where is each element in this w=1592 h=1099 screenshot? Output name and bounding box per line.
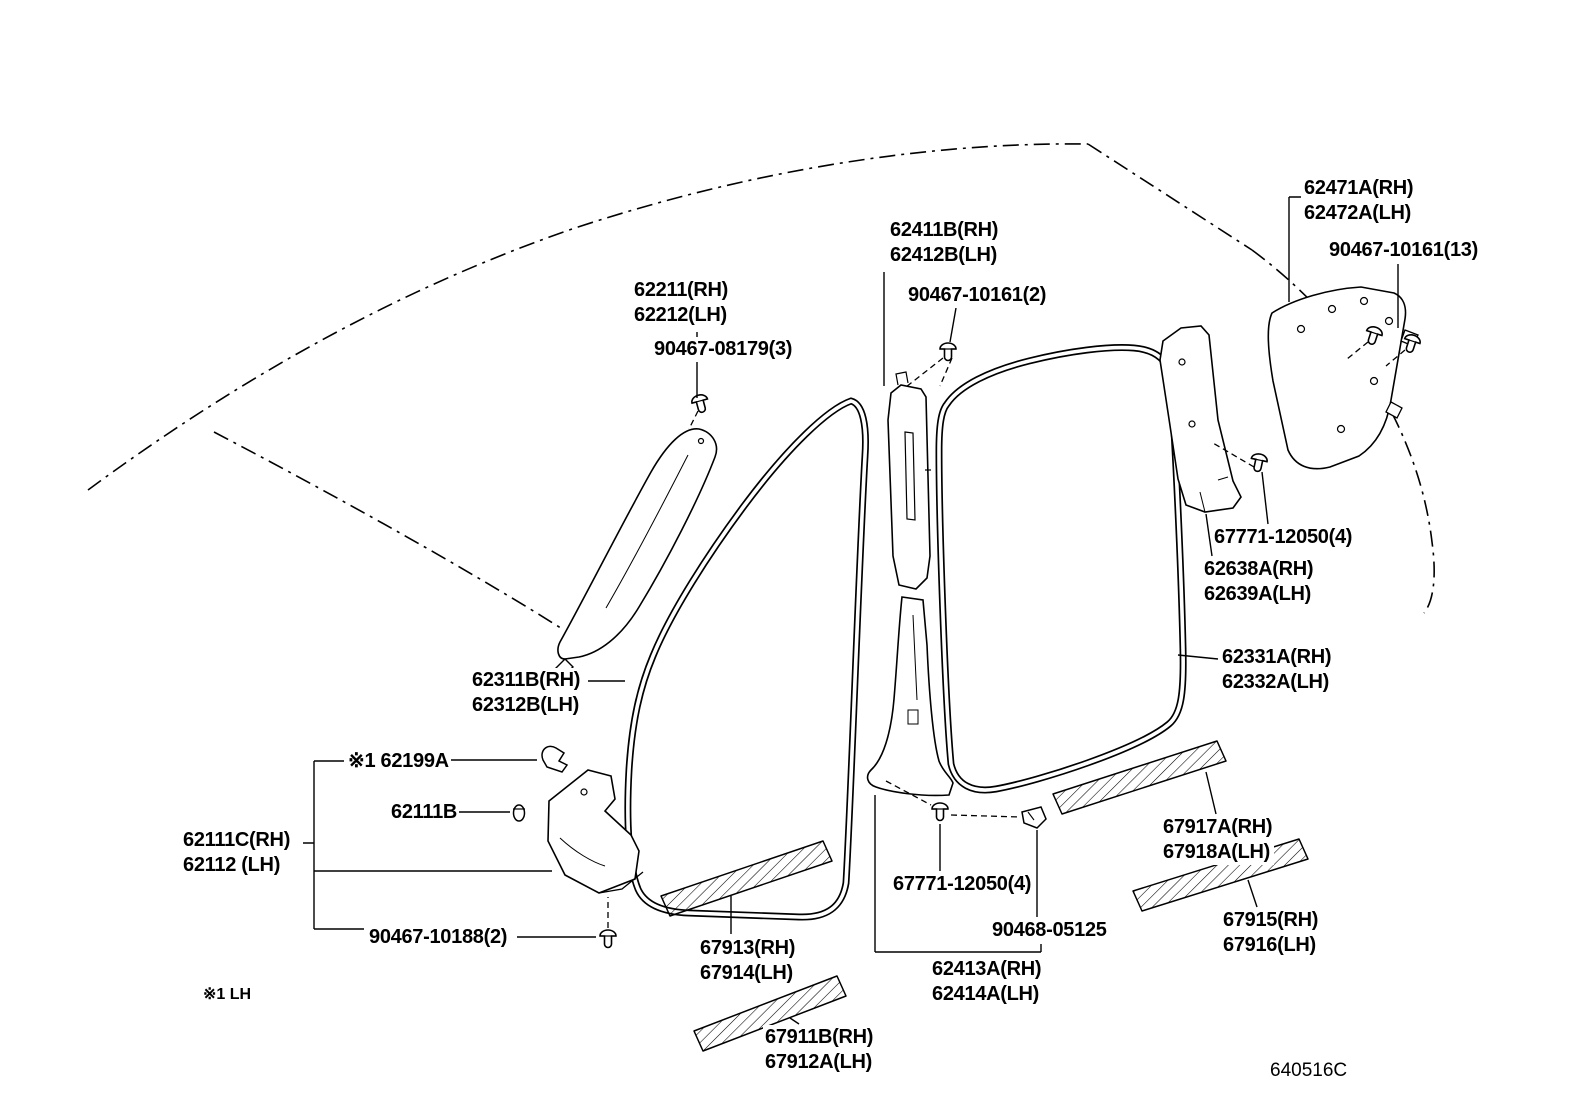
front-door-weatherstrip [624, 397, 869, 921]
part-label-67917A: 67917A(RH) 67918A(LH) [1161, 815, 1275, 865]
part-label-62638A: 62638A(RH) 62639A(LH) [1202, 557, 1316, 607]
fastener-clips [512, 324, 1423, 949]
part-label-67771-12050-4-bottom: 67771-12050(4) [891, 872, 1034, 897]
rear-door-weatherstrip [935, 344, 1187, 794]
part-label-90467-10188-2: 90467-10188(2) [367, 925, 510, 950]
part-label-62211: 62211(RH) 62212(LH) [632, 278, 731, 328]
leader-lines [303, 196, 1399, 1025]
quarter-pillar-garnish [1159, 325, 1242, 513]
part-label-62311B: 62311B(RH) 62312B(LH) [470, 668, 583, 718]
quarter-window-garnish [1267, 286, 1419, 470]
part-label-62413A: 62413A(RH) 62414A(LH) [930, 957, 1044, 1007]
part-label-62331A: 62331A(RH) 62332A(LH) [1220, 645, 1334, 695]
figure-code: 640516C [1270, 1060, 1348, 1081]
bracket-90468-05125 [1021, 806, 1047, 829]
part-label-90468-05125: 90468-05125 [990, 918, 1109, 943]
b-pillar-garnish-lower [866, 596, 954, 797]
part-label-90467-10161-2: 90467-10161(2) [906, 283, 1049, 308]
part-label-67911B: 67911B(RH) 67912A(LH) [763, 1025, 876, 1075]
front-lower-scuff-plate [693, 975, 847, 1052]
b-pillar-garnish-upper [887, 371, 931, 590]
clip-67771-right [1248, 451, 1270, 474]
part-label-62111C: 62111C(RH) 62112 (LH) [181, 828, 293, 878]
clip-62199A [541, 745, 569, 773]
footnote-lh: ※1 LH [203, 986, 252, 1003]
part-label-90467-10161-13: 90467-10161(13) [1327, 238, 1480, 263]
grommet-62111B [512, 804, 526, 822]
dashed-leader-lines [607, 341, 1406, 928]
a-pillar-garnish [549, 428, 718, 682]
part-label-62111B: 62111B [389, 800, 460, 825]
clip-67771-bottom [931, 802, 949, 822]
part-label-67915: 67915(RH) 67916(LH) [1221, 908, 1321, 958]
part-label-62471A: 62471A(RH) 62472A(LH) [1302, 176, 1416, 226]
part-label-67913: 67913(RH) 67914(LH) [698, 936, 798, 986]
front-scuff-plate [660, 840, 833, 917]
clip-90467-08179 [689, 392, 712, 416]
rear-scuff-plate [1052, 740, 1227, 815]
cowl-side-trim [547, 769, 644, 894]
part-label-62199A: ※1 62199A [346, 749, 451, 774]
part-label-67771-12050-4-right: 67771-12050(4) [1212, 525, 1355, 550]
clip-90467-10188 [599, 929, 617, 949]
part-label-90467-08179-3: 90467-08179(3) [652, 337, 795, 362]
car-body-outline [87, 143, 1435, 631]
part-label-62411B: 62411B(RH) 62412B(LH) [888, 218, 1001, 268]
